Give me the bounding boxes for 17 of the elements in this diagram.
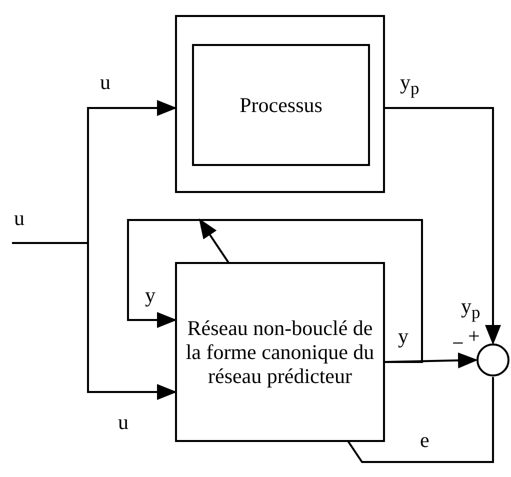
arrow [12,242,177,400]
edge-label: e [420,430,430,451]
summing-junction [476,343,510,377]
edge-label: y [398,326,408,347]
signal-label: + [468,326,480,347]
process-frame [175,15,385,193]
arrow [127,219,423,363]
network-box: Réseau non-bouclé de la forme canonique du réseau prédicteur [175,262,385,442]
signal-label: u [14,208,24,229]
arrow [385,107,501,345]
edge-label: y$_{p}$ [400,72,420,98]
edge-label: u [100,72,110,93]
signal-label: − [452,333,464,354]
edge-label: u [118,412,128,433]
signal-label: y$_{p}$ [461,296,480,322]
edge-label: y [145,285,156,306]
process-box: Processus [192,44,370,166]
